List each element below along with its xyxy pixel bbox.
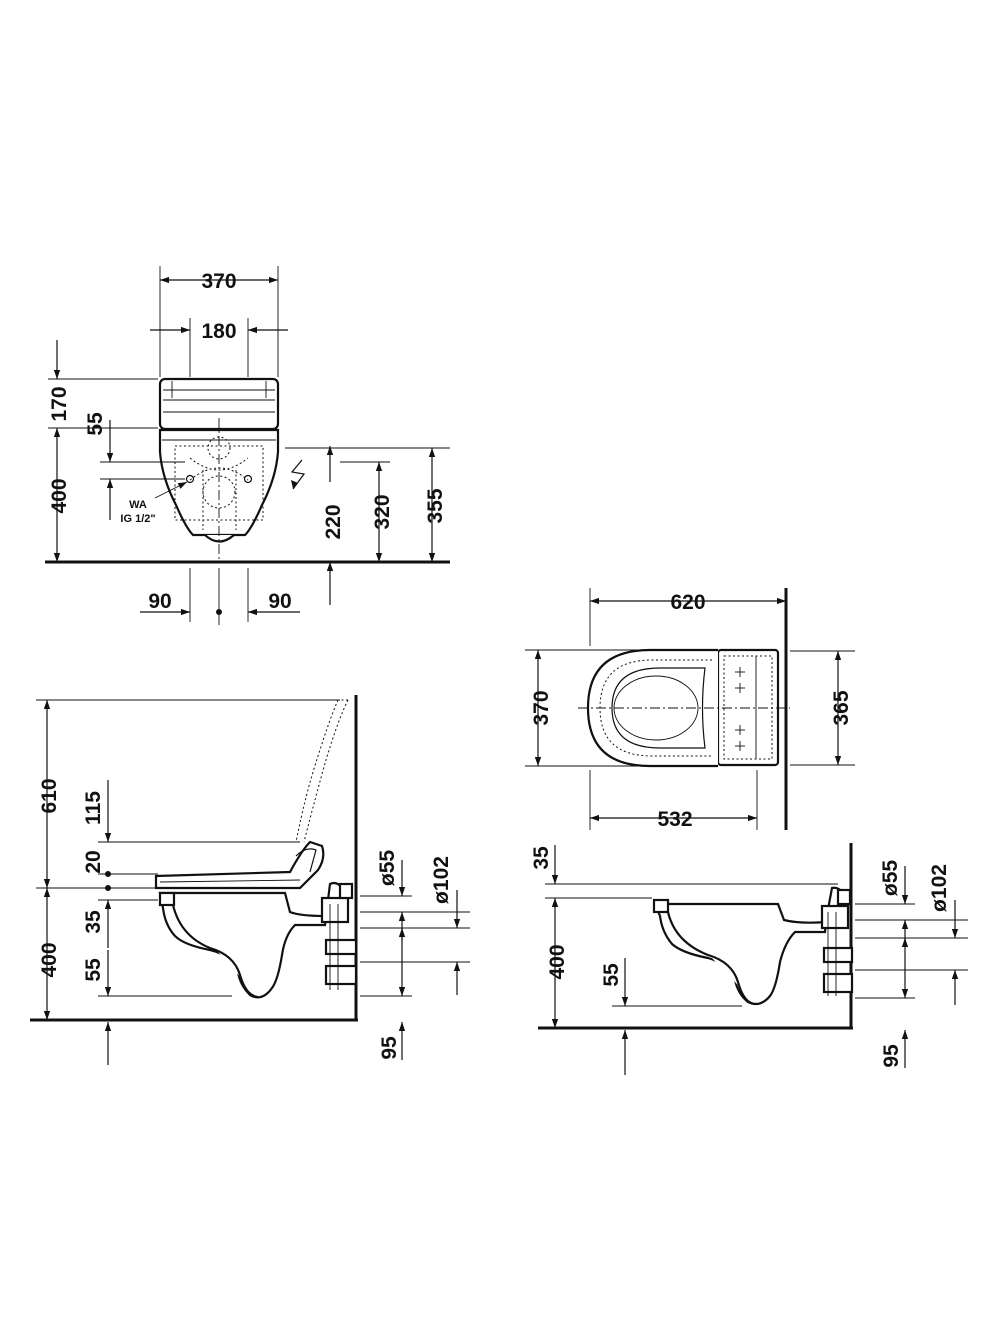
- electric-icon: [290, 459, 306, 490]
- plan-view: 620 532 370 365: [525, 588, 855, 831]
- open-lid-outline: [303, 699, 349, 843]
- water-supply-label: WA: [129, 499, 147, 511]
- front-bowl: [158, 428, 280, 537]
- dim-lid-open-height: 610: [38, 778, 61, 813]
- dim-front-seat-height: 170: [48, 386, 71, 421]
- side1-bowl: [158, 881, 347, 999]
- dim-front-inner-width: 180: [201, 320, 236, 343]
- dim-top-height: 355: [424, 488, 447, 523]
- dim-side1-bowl-depth: 55: [82, 958, 105, 982]
- dim-side2-outlet-height: 95: [880, 1044, 903, 1068]
- dim-seat-gap: 115: [82, 791, 105, 825]
- water-connection-icon: [185, 474, 195, 484]
- water-thread-label: IG 1/2": [120, 513, 155, 525]
- dim-plan-length: 620: [670, 591, 705, 614]
- dim-plan-tank-width: 365: [830, 690, 853, 725]
- dim-electric-height: 220: [322, 504, 345, 539]
- dim-left-offset: 90: [148, 590, 171, 613]
- dim-plan-width: 370: [530, 690, 553, 725]
- dim-connection-height: 320: [371, 494, 394, 529]
- dim-front-rim-offset: 55: [84, 412, 107, 436]
- plan-tank-module: [716, 648, 780, 767]
- dim-side1-outlet-height: 95: [378, 1036, 401, 1060]
- side-view-seat: 610 115 20 35 400 55 ø55 ø102: [30, 695, 470, 1065]
- dim-side2-outlet-diameter: ø102: [928, 864, 951, 912]
- dim-side1-outlet-diameter: ø102: [430, 856, 453, 904]
- dim-side2-top-gap: 35: [530, 846, 553, 870]
- dim-side1-supply-diameter: ø55: [376, 850, 399, 887]
- side1-seat: [154, 840, 325, 890]
- dim-side2-floor-to-rim: 400: [546, 944, 569, 979]
- dim-side1-floor-to-rim: 400: [38, 942, 61, 977]
- dim-side2-supply-diameter: ø55: [879, 860, 902, 897]
- dim-rim-thickness: 35: [82, 910, 105, 934]
- front-view: 370 180 170 400 55 WA IG 1/2" 220 320: [45, 266, 450, 625]
- side-view-plain: 35 400 55 ø55 ø102 95: [530, 843, 968, 1075]
- dim-seat-thickness: 20: [82, 850, 105, 873]
- dim-side2-bowl-depth: 55: [600, 963, 623, 987]
- dim-plan-seat-length: 532: [657, 808, 692, 831]
- dim-front-floor-to-rim: 400: [48, 478, 71, 513]
- side2-bowl: [653, 886, 848, 1006]
- dim-right-offset: 90: [268, 590, 291, 613]
- dim-front-width: 370: [201, 270, 236, 293]
